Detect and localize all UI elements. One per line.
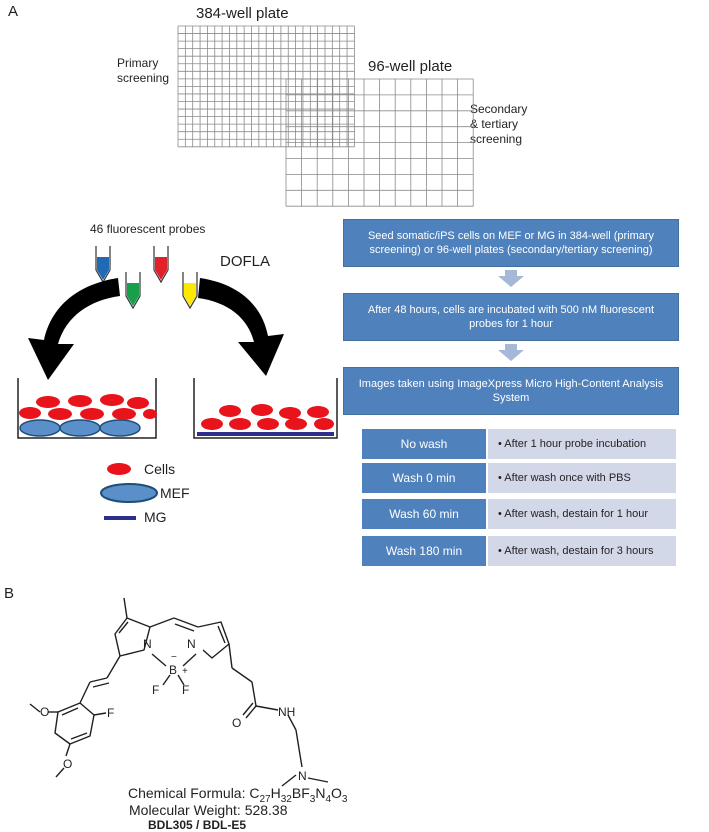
atom-boron: B — [169, 663, 177, 677]
panel-b-label: B — [4, 585, 15, 602]
probe-tube-green — [125, 272, 141, 310]
legend-cells-label: Cells — [144, 461, 176, 477]
atom-fluorine-2: F — [182, 683, 189, 697]
wash-detail: • After wash, destain for 3 hours — [488, 536, 676, 566]
right-curved-arrow — [198, 278, 284, 376]
dish-mg — [193, 378, 338, 439]
wash-detail: • After wash once with PBS — [488, 463, 676, 493]
plate-384-title: 384-well plate — [196, 5, 289, 22]
flow-step-seed: Seed somatic/iPS cells on MEF or MG in 3… — [343, 219, 679, 267]
probes-title: 46 fluorescent probes — [90, 222, 206, 236]
atom-fluorine-1: F — [152, 683, 159, 697]
wash-label: Wash 0 min — [362, 463, 486, 493]
atom-nh: NH — [278, 705, 295, 719]
compound-names: BDL305 / BDL-E5 — [148, 818, 247, 832]
wash-row-180-min: Wash 180 min • After wash, destain for 3… — [362, 536, 676, 566]
flow-step-imaging: Images taken using ImageXpress Micro Hig… — [343, 367, 679, 415]
legend-mg-symbol — [104, 516, 136, 520]
plate-384-grid — [177, 25, 355, 148]
legend-mef-symbol — [100, 483, 158, 503]
chemical-formula: Chemical Formula: C27H32BF3N4O3 — [128, 785, 348, 805]
left-curved-arrow — [28, 278, 120, 380]
flow-down-arrow-2 — [498, 344, 524, 361]
flow-down-arrow-1 — [498, 270, 524, 287]
dish-mef — [17, 378, 157, 439]
atom-n-left: N — [143, 637, 152, 651]
wash-row-no-wash: No wash • After 1 hour probe incubation — [362, 429, 676, 459]
panel-a-label: A — [8, 3, 19, 20]
plate-96-title: 96-well plate — [368, 58, 453, 75]
plate-96-grid — [285, 78, 474, 207]
atom-n-right: N — [187, 637, 196, 651]
wash-row-60-min: Wash 60 min • After wash, destain for 1 … — [362, 499, 676, 529]
wash-label: No wash — [362, 429, 486, 459]
atom-oxygen-2: O — [63, 757, 72, 771]
formula-value: C27H32BF3N4O3 — [249, 785, 348, 805]
atom-oxygen-1: O — [40, 705, 49, 719]
legend-mef-label: MEF — [160, 485, 190, 501]
structure-atom-labels: N N B − + F F F O O O NH N — [40, 637, 307, 783]
wash-detail: • After 1 hour probe incubation — [488, 429, 676, 459]
flow-step-incubate: After 48 hours, cells are incubated with… — [343, 293, 679, 341]
atom-n-charge: + — [182, 666, 188, 677]
atom-oxygen-carbonyl: O — [232, 716, 241, 730]
wash-row-0-min: Wash 0 min • After wash once with PBS — [362, 463, 676, 493]
molecular-weight: Molecular Weight: 528.38 — [129, 802, 288, 818]
wash-label: Wash 60 min — [362, 499, 486, 529]
atom-fluorine-aryl: F — [107, 706, 114, 720]
probe-tube-yellow — [182, 272, 198, 310]
legend-cells-symbol — [107, 463, 131, 475]
dofla-label: DOFLA — [220, 253, 271, 270]
wash-label: Wash 180 min — [362, 536, 486, 566]
atom-boron-charge: − — [171, 652, 177, 663]
legend-mg-label: MG — [144, 509, 167, 525]
probe-tube-red — [153, 246, 169, 284]
atom-n-amine: N — [298, 769, 307, 783]
wash-detail: • After wash, destain for 1 hour — [488, 499, 676, 529]
